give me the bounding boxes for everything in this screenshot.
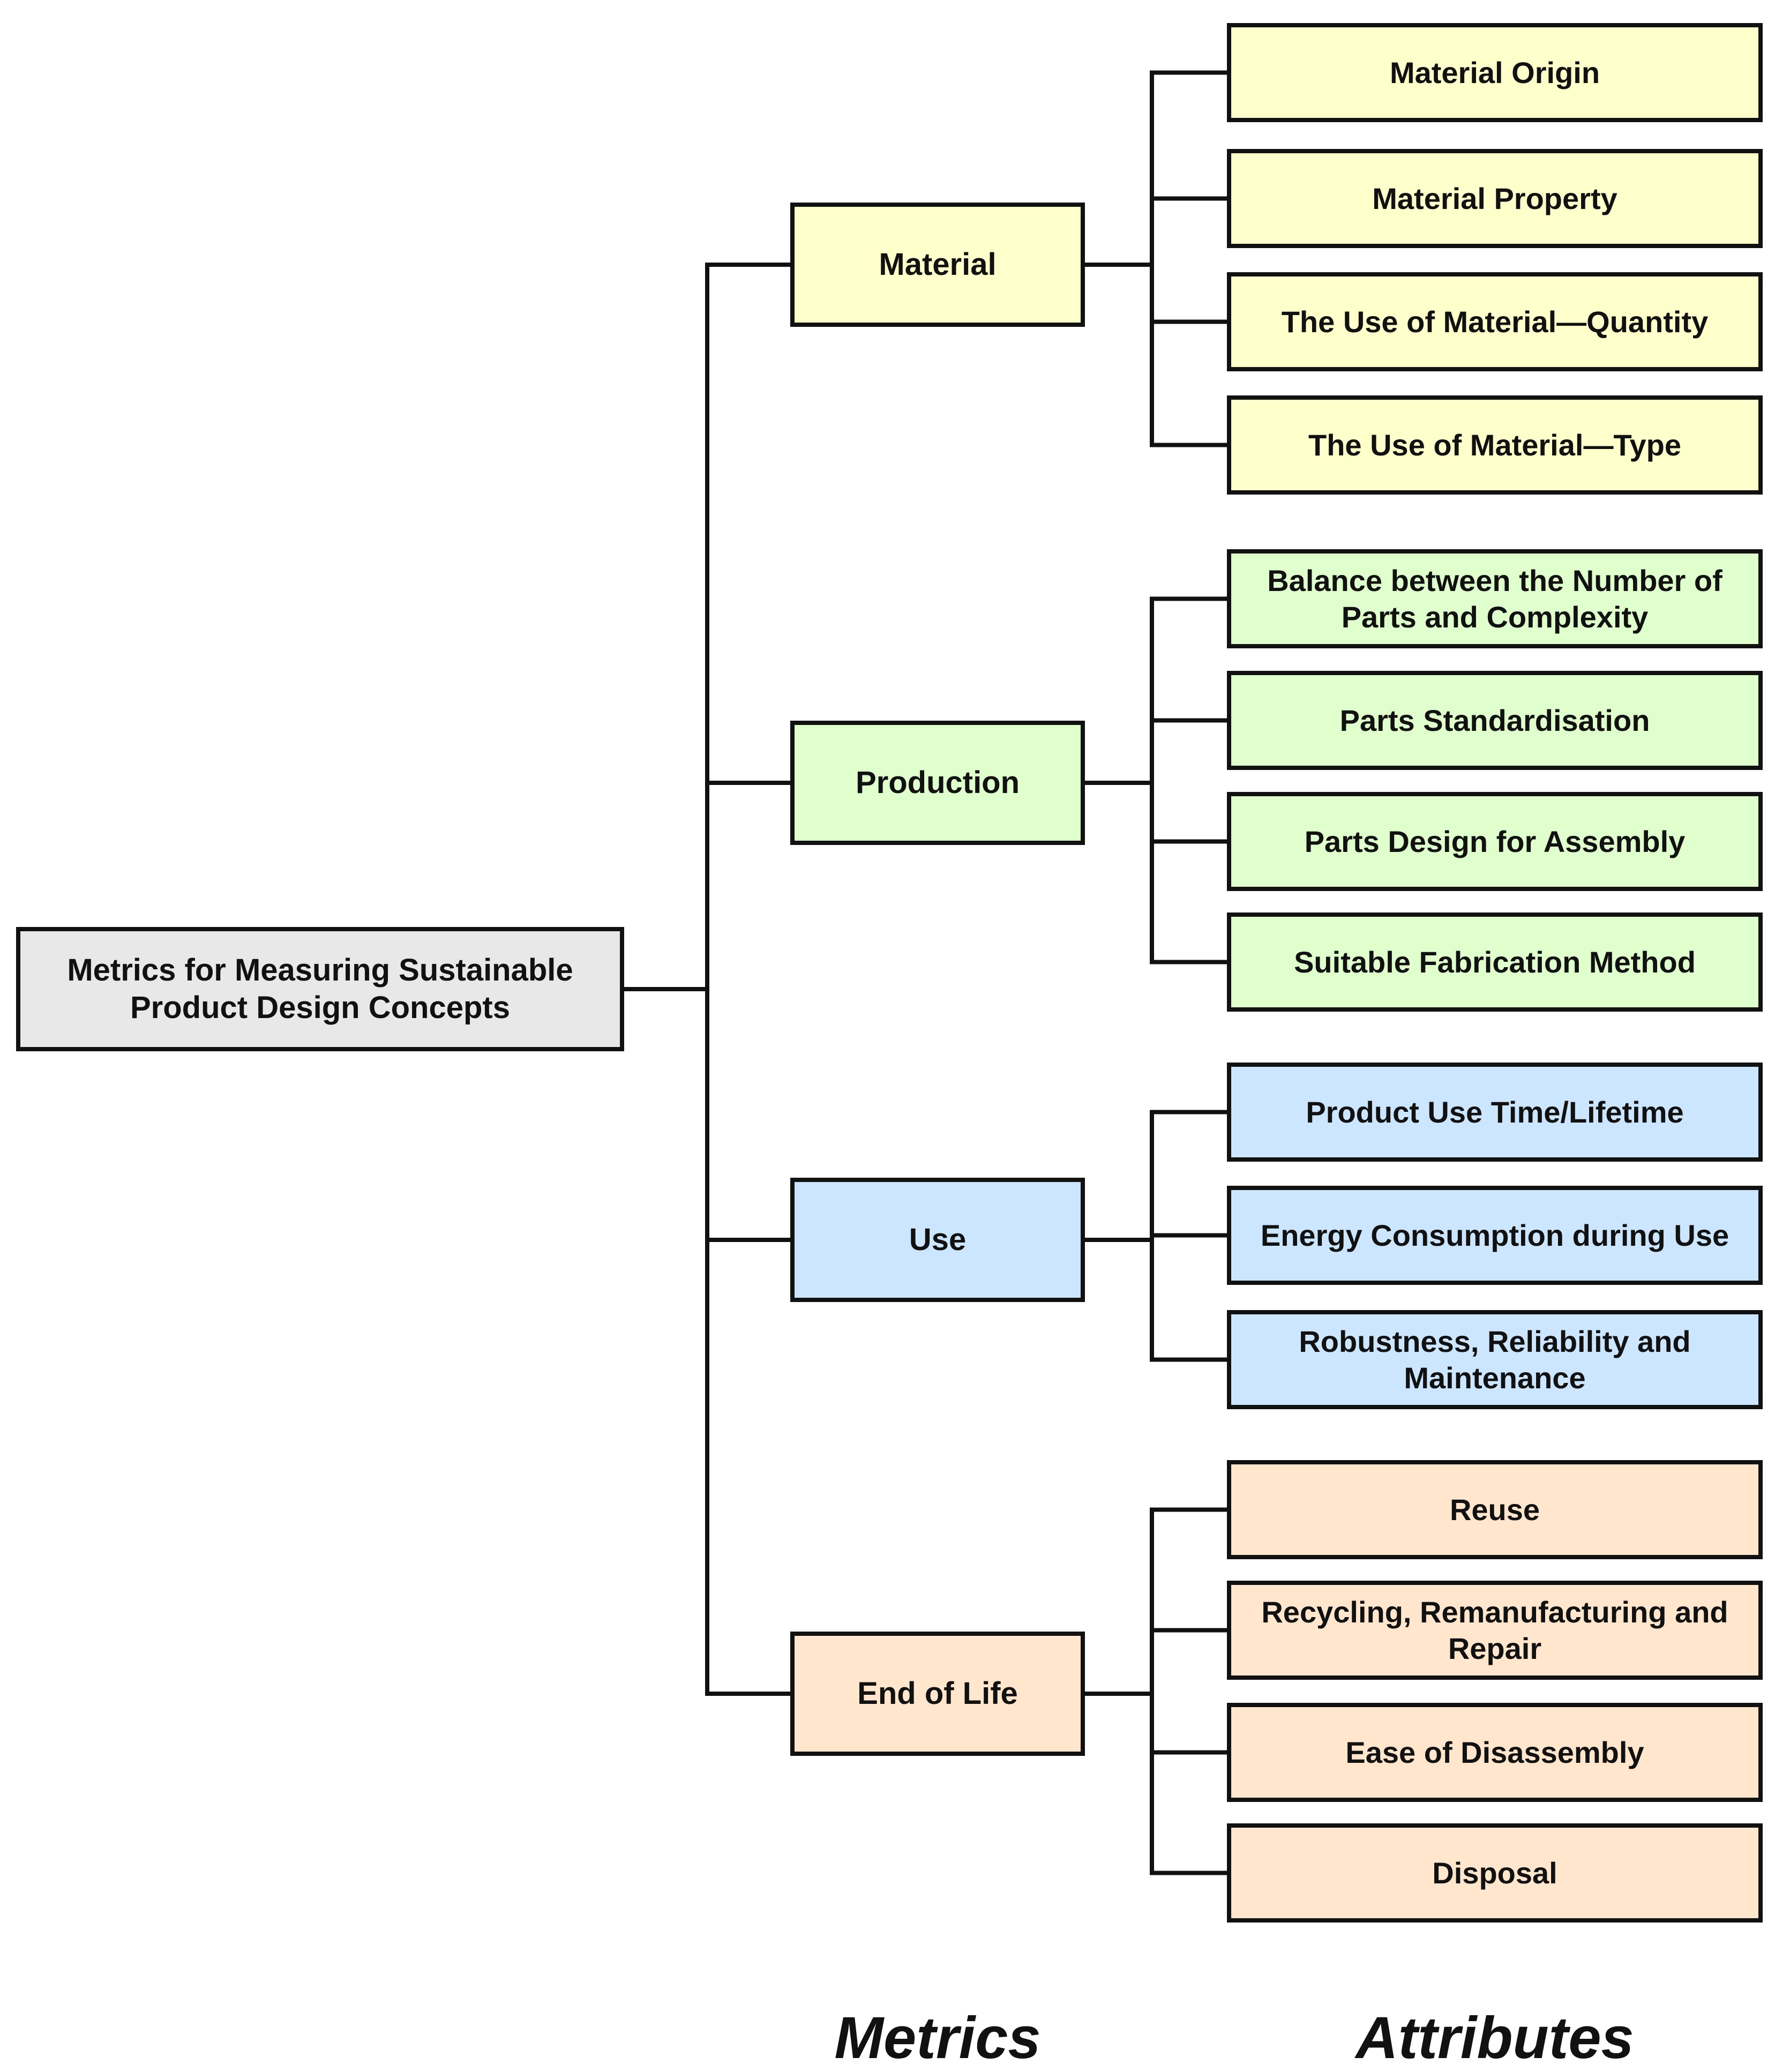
attribute-material-quantity: The Use of Material—Quantity	[1227, 272, 1763, 371]
attribute-recycling: Recycling, Remanufacturing and Repair	[1227, 1581, 1763, 1680]
attribute-energy-consumption: Energy Consumption during Use	[1227, 1186, 1763, 1285]
attribute-use-lifetime: Product Use Time/Lifetime	[1227, 1063, 1763, 1162]
attribute-material-property: Material Property	[1227, 149, 1763, 248]
attribute-material-type: The Use of Material—Type	[1227, 395, 1763, 495]
attribute-disassembly: Ease of Disassembly	[1227, 1703, 1763, 1802]
attribute-fabrication-method: Suitable Fabrication Method	[1227, 912, 1763, 1012]
attribute-reuse: Reuse	[1227, 1460, 1763, 1559]
metrics-column-label: Metrics	[834, 2005, 1041, 2071]
attribute-material-origin: Material Origin	[1227, 23, 1763, 122]
attribute-design-for-assembly: Parts Design for Assembly	[1227, 792, 1763, 891]
attribute-disposal: Disposal	[1227, 1823, 1763, 1923]
attribute-robustness: Robustness, Reliability and Maintenance	[1227, 1310, 1763, 1409]
metric-production: Production	[790, 721, 1085, 845]
metric-material: Material	[790, 203, 1085, 327]
attribute-parts-complexity: Balance between the Number of Parts and …	[1227, 549, 1763, 648]
attributes-column-label: Attributes	[1355, 2005, 1634, 2071]
root-node: Metrics for Measuring Sustainable Produc…	[16, 927, 624, 1051]
metric-end-of-life: End of Life	[790, 1632, 1085, 1756]
metric-use: Use	[790, 1178, 1085, 1302]
attribute-parts-standardisation: Parts Standardisation	[1227, 671, 1763, 770]
